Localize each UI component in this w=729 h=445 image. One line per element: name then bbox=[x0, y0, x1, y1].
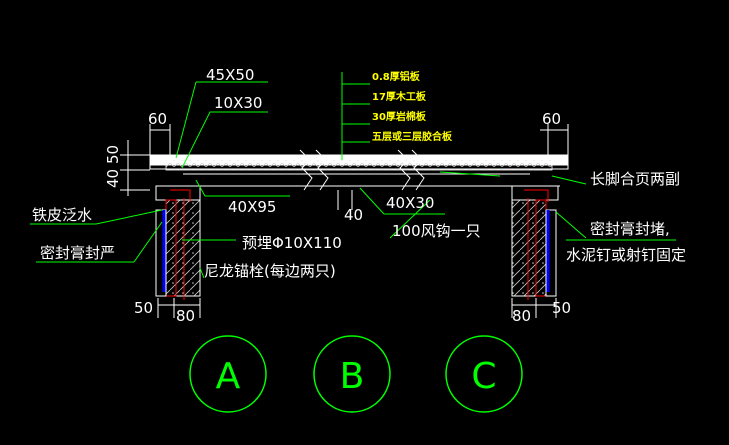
label-top-frame2: 10X30 bbox=[214, 94, 262, 112]
label-height-50: 50 bbox=[104, 145, 122, 164]
note-seal-right-2: 水泥钉或射钉固定 bbox=[566, 246, 686, 264]
label-sleeper: 40X95 bbox=[228, 198, 276, 216]
label-mid-40x30: 40X30 bbox=[386, 194, 434, 212]
left-curb bbox=[155, 185, 201, 300]
label-left-60: 60 bbox=[148, 110, 167, 128]
note-flashing: 铁皮泛水 bbox=[32, 206, 92, 224]
label-bottom-right-80: 80 bbox=[512, 307, 531, 325]
label-height-40: 40 bbox=[104, 169, 122, 188]
dimension-labels: 45X50 10X30 60 60 50 40 40X95 40 40X30 5… bbox=[104, 66, 571, 325]
circle-a-label: A bbox=[216, 356, 241, 397]
cover-panel bbox=[149, 149, 569, 191]
note-anchor: 尼龙锚栓(每边两只) bbox=[204, 262, 336, 280]
label-right-60: 60 bbox=[542, 110, 561, 128]
note-embed: 预埋Φ10X110 bbox=[242, 234, 342, 252]
section-circles: A B C bbox=[189, 335, 523, 413]
label-top-frame: 45X50 bbox=[206, 66, 254, 84]
circle-b-label: B bbox=[340, 356, 365, 397]
layer-label-2: 17厚木工板 bbox=[372, 90, 427, 103]
label-bottom-right-50: 50 bbox=[552, 299, 571, 317]
right-curb bbox=[511, 185, 559, 300]
note-hinge: 长脚合页两副 bbox=[590, 170, 680, 188]
label-bottom-left-80: 80 bbox=[176, 307, 195, 325]
circle-a bbox=[189, 335, 267, 413]
note-hook: 100风钩一只 bbox=[392, 222, 481, 240]
note-seal-right-1: 密封膏封堵, bbox=[590, 220, 670, 238]
label-bottom-left-50: 50 bbox=[134, 299, 153, 317]
label-mid-40: 40 bbox=[344, 206, 363, 224]
note-seal-left: 密封膏封严 bbox=[40, 244, 115, 262]
layer-label-4: 五层或三层胶合板 bbox=[372, 130, 453, 143]
layer-labels: 0.8厚铝板 17厚木工板 30厚岩棉板 五层或三层胶合板 bbox=[372, 70, 453, 143]
circle-c bbox=[445, 335, 523, 413]
circle-c-label: C bbox=[471, 356, 496, 397]
layer-label-3: 30厚岩棉板 bbox=[372, 110, 427, 123]
layer-label-1: 0.8厚铝板 bbox=[372, 70, 421, 83]
leader-lines bbox=[30, 72, 676, 279]
circle-b bbox=[313, 335, 391, 413]
note-labels: 铁皮泛水 密封膏封严 预埋Φ10X110 尼龙锚栓(每边两只) 100风钩一只 … bbox=[32, 170, 686, 280]
dimension-lines bbox=[120, 124, 569, 318]
